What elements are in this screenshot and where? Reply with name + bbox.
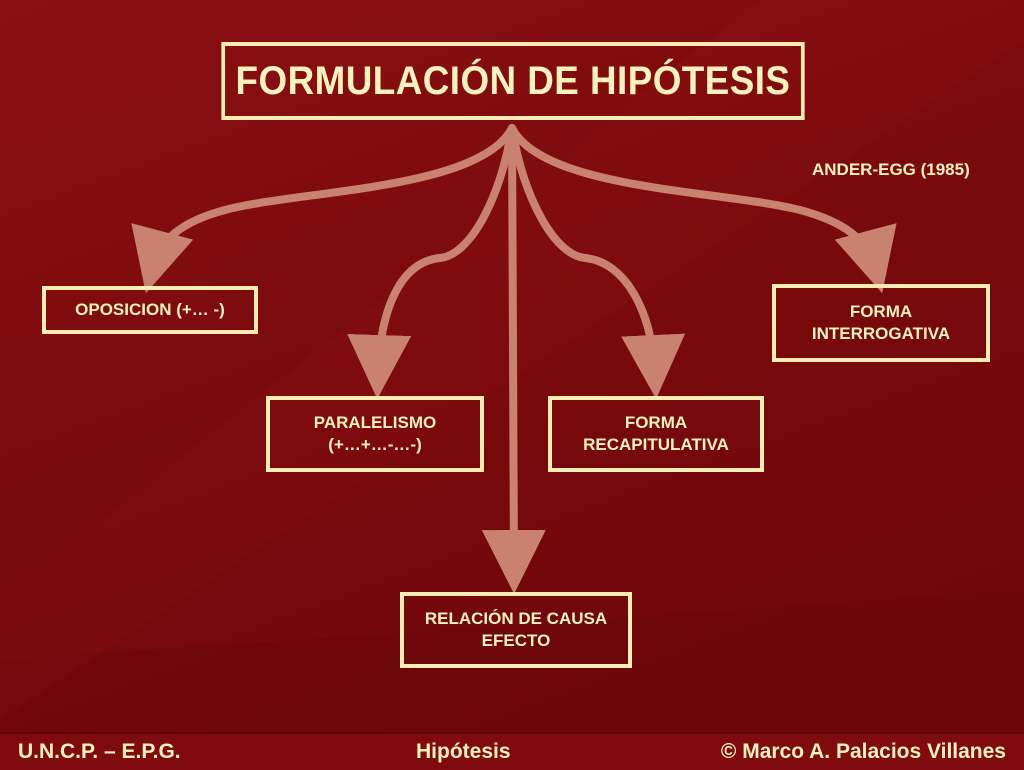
node-paralelismo-line1: PARALELISMO [313, 412, 437, 432]
node-interrogativa: FORMA INTERROGATIVA [772, 284, 990, 362]
diagram-title: FORMULACIÓN DE HIPÓTESIS [221, 42, 805, 120]
footer-author: © Marco A. Palacios Villanes [720, 740, 1006, 763]
footer-topic: Hipótesis [416, 740, 511, 763]
node-paralelismo-line2: (+…+…-…-) [328, 435, 422, 454]
arrow-to-oposicion [131, 124, 516, 294]
arrow-to-relacion [481, 124, 546, 594]
node-oposicion: OPOSICION (+… -) [42, 286, 258, 334]
node-recapitulativa-line1: FORMA [624, 412, 688, 432]
footer-institution: U.N.C.P. – E.P.G. [18, 740, 181, 763]
node-interrogativa-line1: FORMA [849, 301, 913, 321]
node-relacion-line2: EFECTO [481, 631, 551, 650]
node-recapitulativa: FORMA RECAPITULATIVA [548, 396, 764, 472]
slide-footer: U.N.C.P. – E.P.G. Hipótesis © Marco A. P… [0, 732, 1024, 770]
arrow-to-paralelismo [347, 124, 516, 399]
node-paralelismo: PARALELISMO (+…+…-…-) [266, 396, 484, 472]
arrow-to-recapitulativa [508, 124, 686, 399]
node-relacion-causa-efecto: RELACIÓN DE CAUSA EFECTO [400, 592, 632, 668]
author-reference: ANDER-EGG (1985) [812, 160, 970, 179]
node-oposicion-label: OPOSICION (+… -) [75, 299, 225, 319]
diagram-title-text: FORMULACIÓN DE HIPÓTESIS [235, 59, 791, 103]
node-relacion-line1: RELACIÓN DE CAUSA [424, 608, 608, 628]
node-recapitulativa-line2: RECAPITULATIVA [583, 435, 729, 454]
node-interrogativa-line2: INTERROGATIVA [811, 324, 951, 343]
arrow-to-interrogativa [508, 124, 897, 294]
